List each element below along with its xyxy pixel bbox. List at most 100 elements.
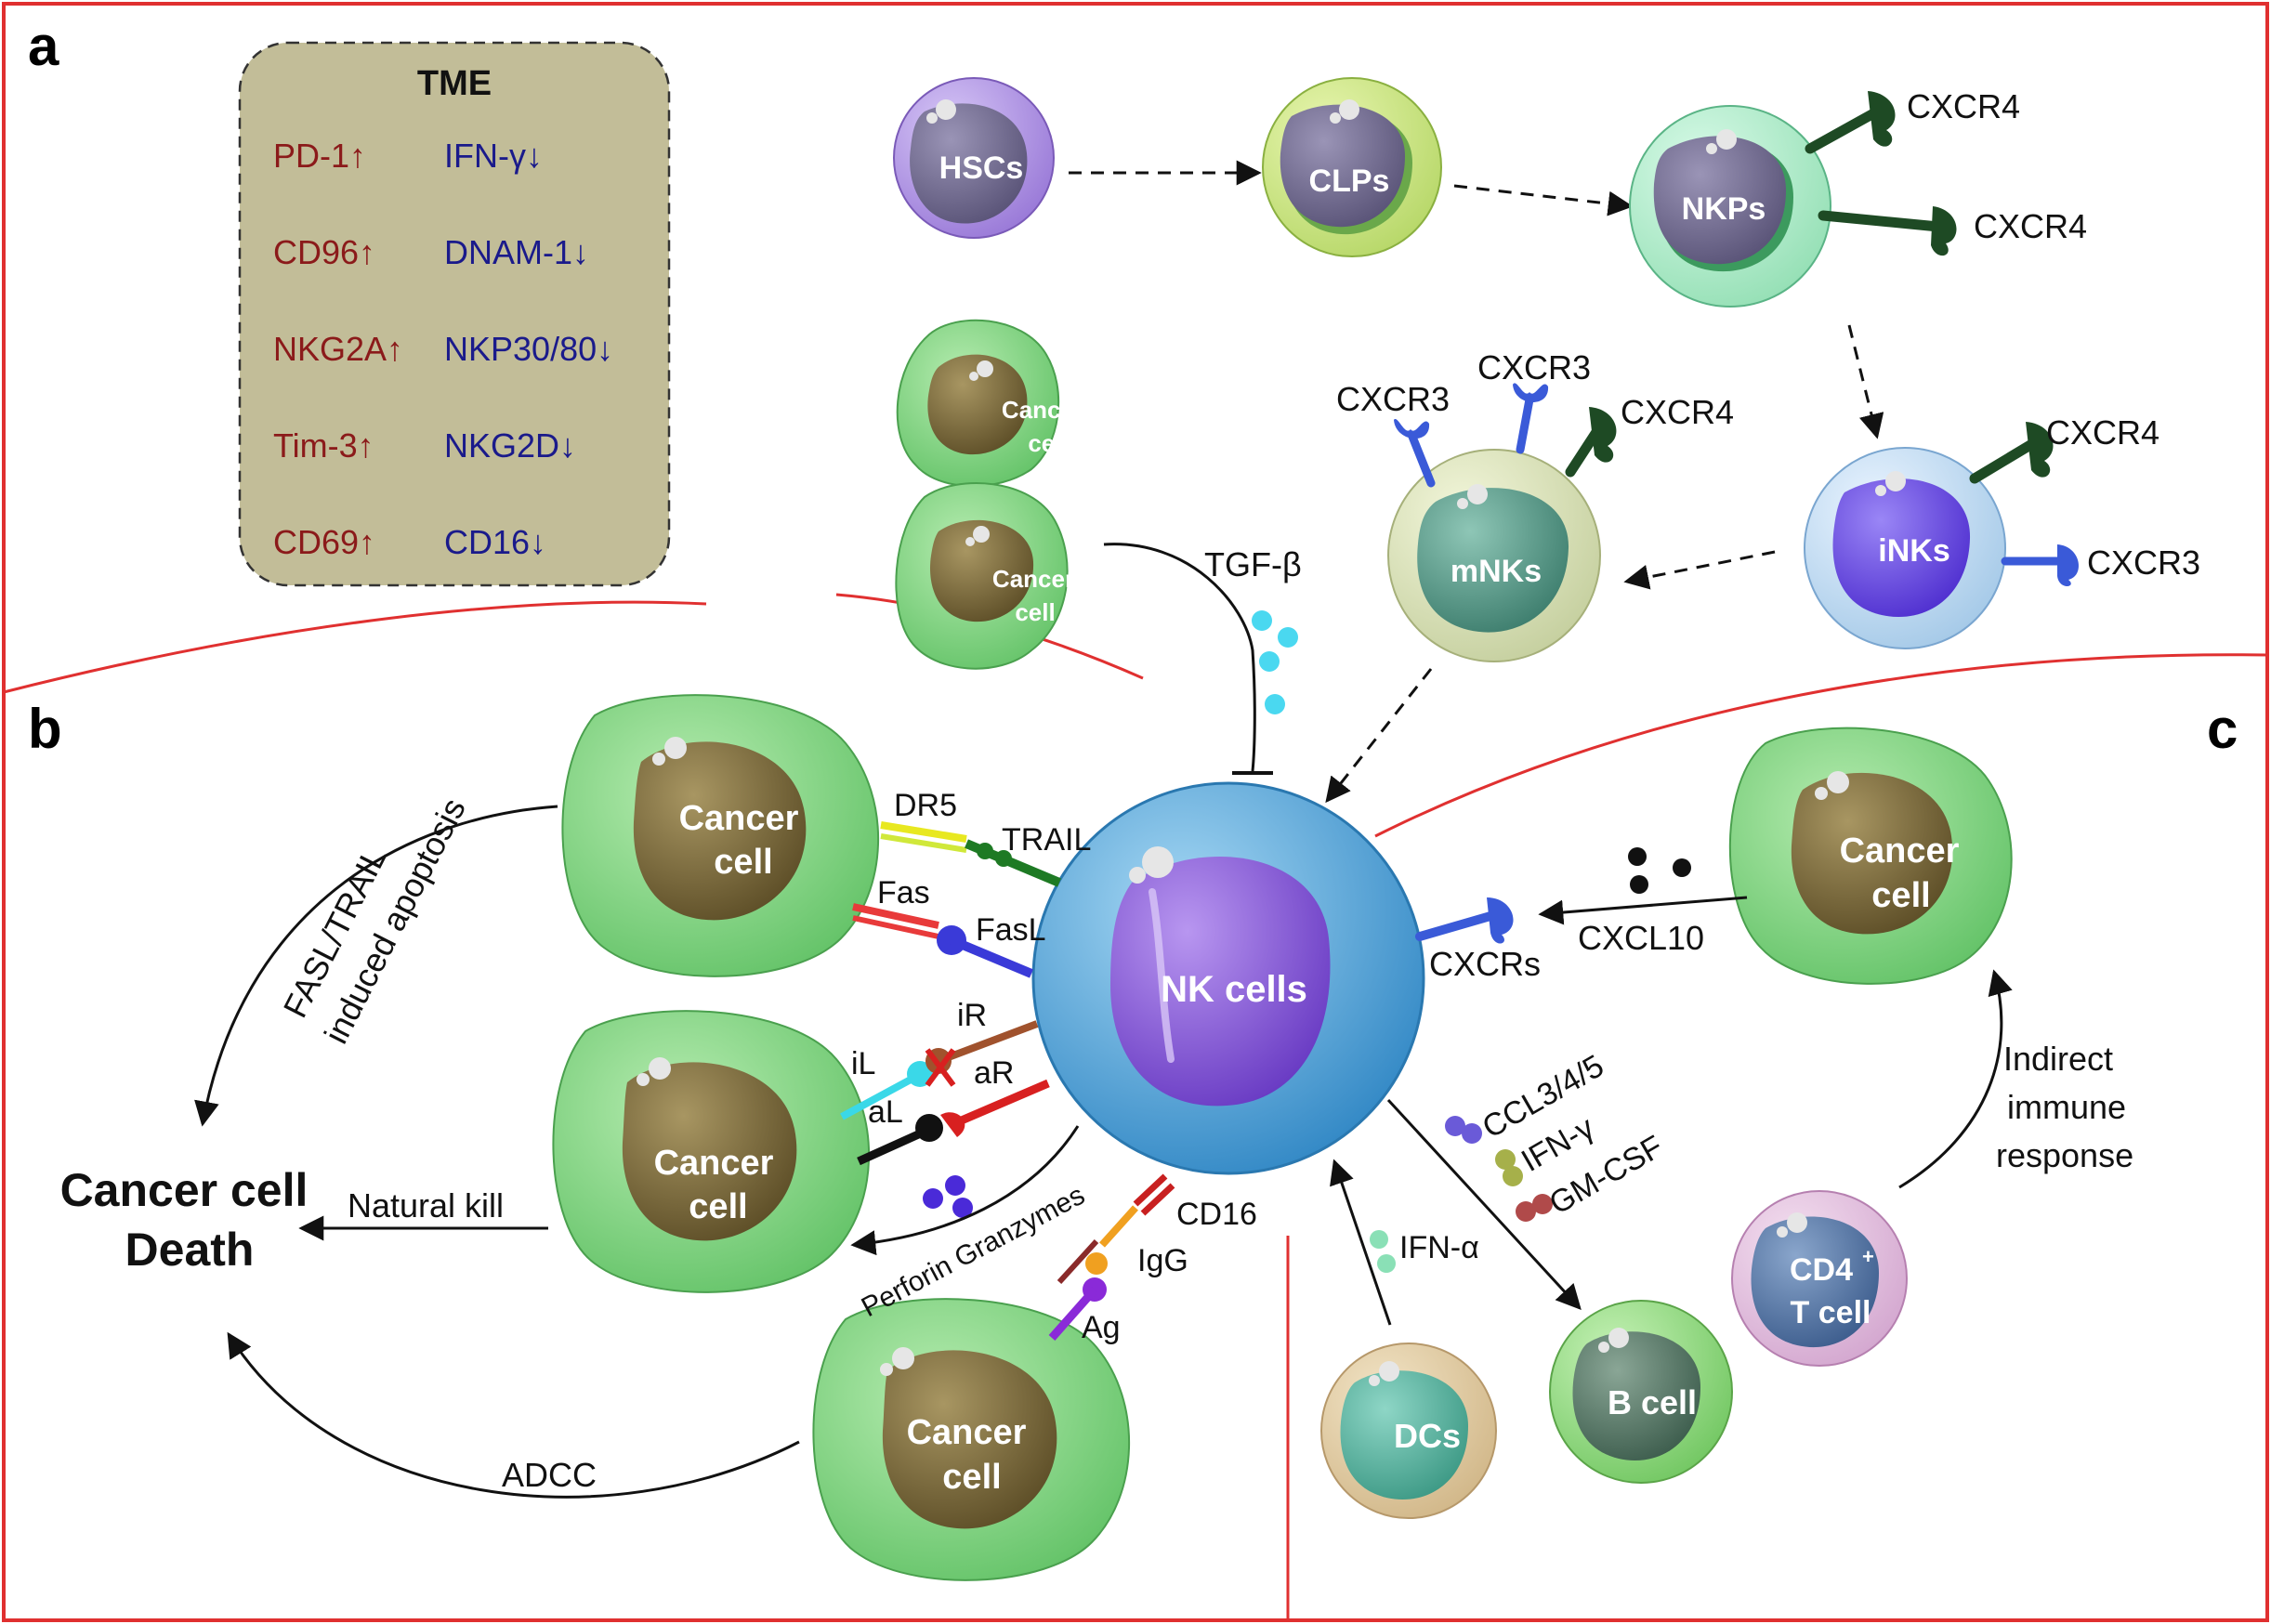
cancer-b2-line1: Cancer [654,1144,774,1183]
b-cell: B cell [1549,1300,1733,1484]
cancer-b3-line2: cell [942,1458,1001,1497]
ink-receptor-1 [1969,422,2054,484]
clp-label: CLPs [1309,164,1390,199]
nk-label: NK cells [1161,969,1307,1010]
panel-label-b: b [28,698,62,760]
nkp-receptor-1 [1805,91,1896,154]
indirect-label-2: immune [2007,1088,2126,1126]
tme-down-2: DNAM-1↓ [444,233,589,271]
divider-a-b [3,600,707,694]
fasl-label: FasL [976,912,1046,948]
ifna-label: IFN-α [1399,1230,1479,1265]
adcc-label: ADCC [502,1456,597,1494]
natural-kill-label: Natural kill [348,1186,504,1225]
cancer-small-2-line2: cell [1015,598,1055,626]
nkp-receptor-2 [1818,206,1957,256]
mnk-receptor-2-label: CXCR3 [1477,348,1591,386]
arrow-adcc [227,1331,800,1499]
al-label: aL [868,1094,903,1130]
mnk-receptor-3 [1565,407,1617,478]
dc-cell: DCs [1320,1342,1497,1519]
tgf-inhibition-line [1103,543,1256,772]
cancer-c-line2: cell [1871,876,1930,915]
dr5-label: DR5 [894,788,957,823]
mnk-receptor-1 [1394,419,1436,488]
activating-receptor-pair [857,1079,1050,1166]
igg-label: IgG [1137,1243,1188,1278]
fas-label: Fas [877,875,930,910]
death-line2: Death [125,1224,255,1276]
tgf-molecules [1252,610,1298,714]
ink-cell: iNKs CXCR4 CXCR3 [1804,413,2200,649]
perforin-arrow [850,1125,1080,1256]
ink-receptor-1-label: CXCR4 [2046,413,2159,452]
arrow-cxcl10 [1538,896,1748,925]
death-line1: Cancer cell [60,1164,308,1216]
cancer-small-2-line1: Cancer [992,565,1074,593]
arrow-ink-mnk [1623,550,1776,590]
tme-down-5: CD16↓ [444,523,546,561]
cancer-cell-tgf-1: Cancer cell [896,319,1083,488]
arrow-apoptosis [194,805,558,1127]
dr5-trail-pair [880,821,1061,887]
trail-label: TRAIL [1002,822,1091,858]
hsc-label: HSCs [939,151,1024,186]
cancer-b1-line1: Cancer [679,799,799,838]
ifna-dots [1370,1230,1396,1273]
divider-c [1374,653,2268,838]
cancer-cell-b-2: Cancer cell [552,1010,870,1293]
cancer-small-1-line1: Cancer [1002,396,1083,424]
ink-receptor-2-label: CXCR3 [2087,544,2200,582]
cd16-igg-ag-complex [1048,1173,1175,1341]
cd16-label: CD16 [1176,1197,1257,1232]
tme-down-1: IFN-γ↓ [444,137,543,175]
mnk-receptor-3-label: CXCR4 [1621,393,1734,431]
inhibitory-receptor-pair [840,1020,1039,1120]
ink-label: iNKs [1878,533,1949,569]
arrow-clp-nkp [1453,184,1634,216]
tme-up-1: PD-1↑ [273,137,366,175]
tme-up-5: CD69↑ [273,523,375,561]
chemokine-dots [1445,1116,1553,1222]
cancer-b3-line1: Cancer [907,1413,1027,1452]
nkp-receptor-2-label: CXCR4 [1974,207,2087,245]
mnk-receptor-2 [1513,383,1549,454]
ag-label: Ag [1082,1310,1121,1345]
cancer-small-1-line2: cell [1028,429,1068,457]
indirect-label-1: Indirect [2003,1040,2113,1078]
clp-cell: CLPs [1262,77,1442,257]
cxcrs-label: CXCRs [1429,945,1541,983]
cancer-b2-line2: cell [689,1187,747,1226]
tme-box: TME PD-1↑ CD96↑ NKG2A↑ Tim-3↑ CD69↑ IFN-… [238,41,671,587]
nkp-label: NKPs [1682,191,1766,227]
cxcl10-molecules [1628,847,1691,894]
cd4-label-line2: T cell [1791,1295,1871,1330]
ir-label: iR [957,998,987,1033]
cancer-cell-b-1: Cancer cell [561,694,879,977]
arrow-mnk-nk [1325,668,1433,804]
tme-up-2: CD96↑ [273,233,375,271]
indirect-label-3: response [1996,1136,2133,1174]
cd4-label-line1: CD4 [1790,1252,1853,1288]
tgf-label: TGF-β [1204,545,1302,583]
arrow-nkp-ink [1847,324,1884,439]
cancer-c-line1: Cancer [1840,832,1960,871]
cancer-cell-c: Cancer cell [1728,727,2013,985]
hsc-cell: HSCs [893,77,1055,239]
arrow-indirect-response [1898,969,2013,1189]
cancer-cell-tgf-2: Cancer cell [895,482,1074,670]
tme-up-3: NKG2A↑ [273,330,403,368]
cancer-cell-b-3: Cancer cell [812,1298,1130,1581]
nkp-cell: NKPs CXCR4 CXCR4 [1629,87,2087,308]
mnk-cell: mNKs CXCR3 CXCR3 CXCR4 [1336,348,1734,662]
cancer-b1-line2: cell [714,843,772,882]
nk-cell: NK cells [1031,781,1425,1175]
tme-title: TME [417,64,492,103]
arrow-dc-nk [1330,1159,1392,1326]
panel-label-a: a [28,15,59,77]
mnk-receptor-1-label: CXCR3 [1336,380,1450,418]
fas-fasl-pair [852,903,1033,978]
cxcrs-receptor [1415,897,1514,944]
perforin-granzyme-molecules [923,1175,973,1218]
